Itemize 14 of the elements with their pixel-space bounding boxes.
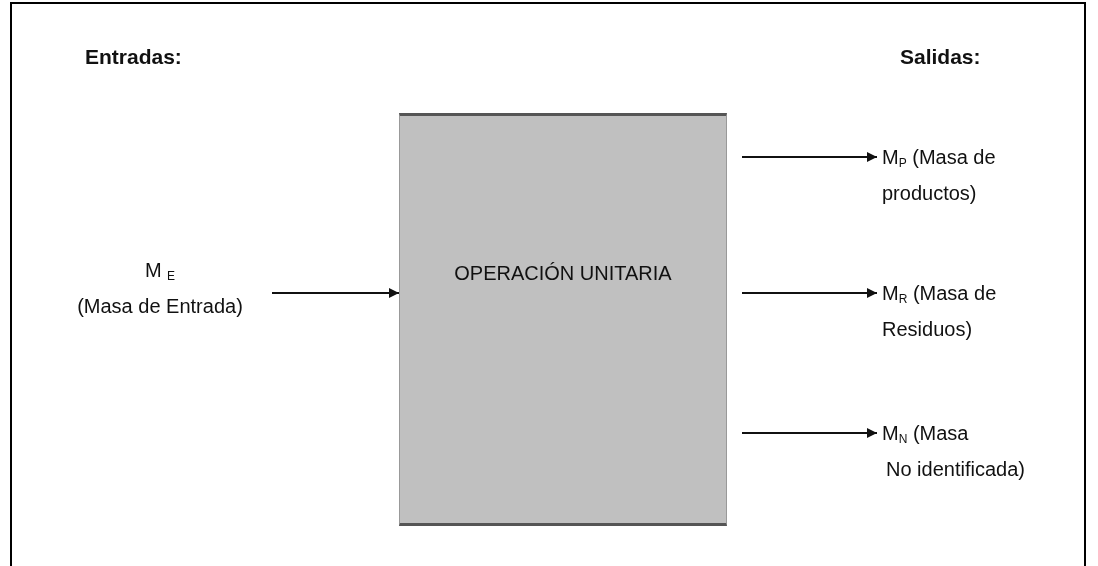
flow-label: (Masa de Entrada): [76, 294, 244, 319]
flow-label: M$_{R}$ (Masa de Residuos): [882, 281, 998, 342]
arrow: [741, 428, 878, 438]
flow-label: M$_{N}$ (Masa: [882, 421, 970, 448]
process-box: [399, 113, 727, 526]
section-heading: Salidas:: [900, 45, 981, 69]
section-heading: Entradas:: [85, 45, 182, 69]
arrow: [741, 288, 878, 298]
process-label: OPERACIÓN UNITARIA: [453, 261, 673, 286]
arrow: [741, 152, 878, 162]
flow-label: M$_{P}$ (Masa de productos): [882, 145, 997, 206]
flow-label: No identificada): [885, 457, 1026, 482]
flow-label: M $_{E}$: [143, 258, 177, 285]
arrow: [271, 288, 400, 298]
